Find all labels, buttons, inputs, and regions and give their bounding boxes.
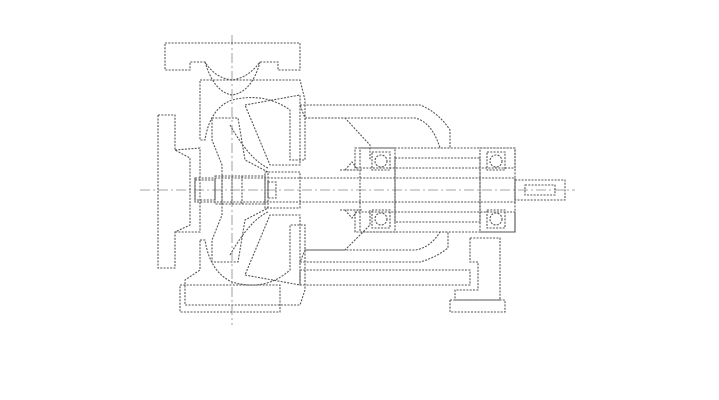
splash-ring <box>340 161 362 219</box>
ball-bearing-rear <box>486 151 506 229</box>
ball-bearing-front <box>371 151 391 229</box>
pump-shaft <box>194 177 566 203</box>
bearing-bracket <box>299 104 471 286</box>
top-outlet-flange <box>164 42 301 96</box>
bearing-housing <box>354 147 516 233</box>
impeller <box>211 117 269 263</box>
support-foot <box>449 237 506 313</box>
shaft-seal <box>264 171 301 209</box>
casing-cover <box>244 94 301 286</box>
impeller-nut <box>194 175 266 205</box>
volute-casing <box>179 79 306 313</box>
suction-flange <box>157 114 201 269</box>
